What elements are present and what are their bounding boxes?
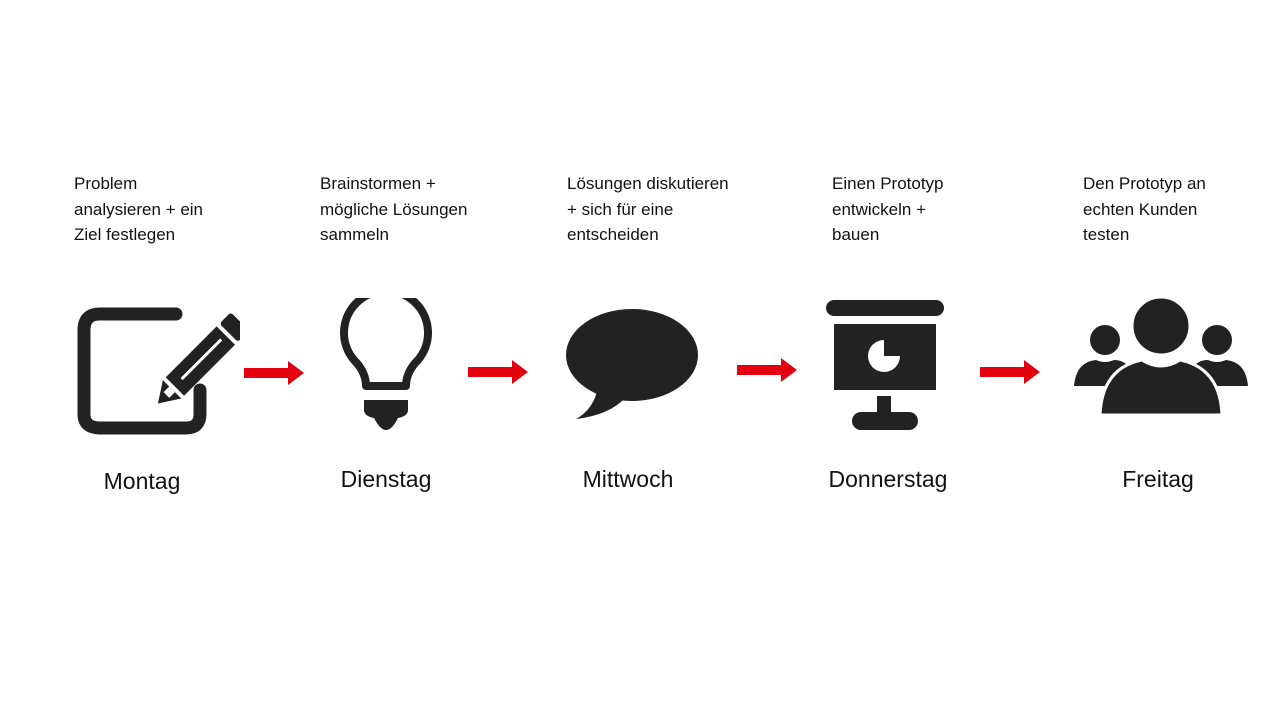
presentation-board-icon [826,300,944,430]
day-label-donnerstag: Donnerstag [828,466,948,492]
step-description-montag: Problem analysieren + ein Ziel festlegen [74,174,204,244]
step-description-donnerstag: Einen Prototyp entwickeln + bauen [832,174,944,244]
step-description-freitag: Den Prototyp an echten Kunden testen [1083,174,1206,244]
user-group-icon [1074,298,1248,417]
arrow-right-icon [737,358,797,382]
edit-pencil-icon [77,307,240,435]
step-description-mittwoch: Lösungen diskutieren + sich für eine ent… [567,174,729,244]
day-label-freitag: Freitag [1122,466,1194,492]
day-label-mittwoch: Mittwoch [582,466,674,492]
speech-bubble-icon [566,309,698,419]
day-label-montag: Montag [103,468,181,494]
day-label-dienstag: Dienstag [340,466,432,492]
step-description-dienstag: Brainstormen + mögliche Lösungen sammeln [320,174,468,244]
arrow-right-icon [980,360,1040,384]
arrow-right-icon [244,361,304,385]
lightbulb-icon [340,298,432,430]
arrow-right-icon [468,360,528,384]
